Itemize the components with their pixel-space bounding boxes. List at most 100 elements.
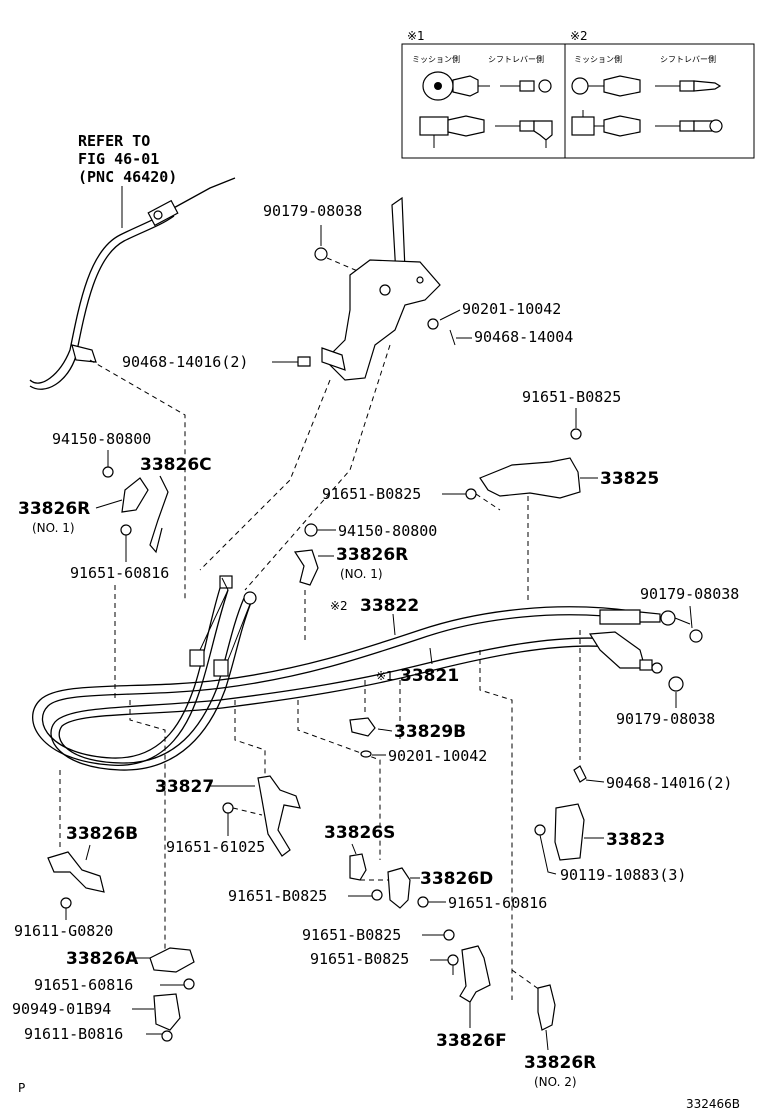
cable-33822 [32, 587, 641, 766]
bracket-33826f [459, 945, 491, 1003]
label-33829b: 33829B [394, 722, 466, 742]
bolt-icon [371, 889, 383, 901]
inset-header-2b: シフトレバー側 [660, 54, 716, 64]
bracket-33826b [47, 851, 105, 893]
clip-33829b [349, 717, 376, 737]
label-90119-10883: 90119-10883(3) [560, 866, 686, 884]
figure-id: 332466B [686, 1097, 740, 1111]
refer-line-1: REFER TO [78, 132, 150, 150]
corner-p: P [18, 1081, 25, 1095]
label-mark2: ※2 [330, 599, 348, 613]
bolt-icon [60, 897, 72, 909]
clip-icon [297, 356, 311, 367]
inset-header-1b: シフトレバー側 [488, 54, 544, 64]
cable-end-left-b [213, 591, 257, 677]
bracket-33826d [387, 867, 411, 909]
bracket-33826a [149, 947, 195, 973]
label-no2-low: (NO. 2) [534, 1075, 577, 1089]
label-33826c: 33826C [140, 455, 212, 475]
label-no1-mid: (NO. 1) [340, 567, 383, 581]
bracket-33826r-left [121, 477, 149, 513]
bolt-icon [465, 488, 477, 500]
label-33826b: 33826B [66, 824, 138, 844]
refer-line-2: FIG 46-01 [78, 150, 159, 168]
nut-icon [102, 466, 114, 478]
cable-end-33822-right [599, 609, 691, 626]
label-94150-80800-mid: 94150-80800 [338, 522, 437, 540]
bracket-33826c [149, 475, 169, 554]
label-91651-b0825-c: 91651-B0825 [228, 887, 327, 905]
pin-icon [449, 329, 456, 346]
label-33826s: 33826S [324, 823, 395, 843]
bolt-icon [222, 802, 234, 814]
label-33826r-low: 33826R [524, 1053, 596, 1073]
bolt-icon [534, 824, 546, 836]
label-91651-61025: 91651-61025 [166, 838, 265, 856]
label-33826r-mid: 33826R [336, 545, 408, 565]
bracket-33826s [349, 853, 367, 881]
label-33825: 33825 [600, 469, 659, 489]
label-90201-10042-top: 90201-10042 [462, 300, 561, 318]
bolt-icon [120, 524, 132, 536]
bolt-icon [161, 1030, 173, 1042]
cable-33821 [50, 597, 621, 771]
bolt-icon [417, 896, 429, 908]
nut-icon [304, 523, 318, 537]
bracket-33825 [479, 457, 581, 499]
shift-lever-bracket [321, 196, 441, 381]
inset-header-2a: ミッション側 [574, 54, 622, 64]
clip-icon [573, 765, 587, 783]
label-33826r-left: 33826R [18, 499, 90, 519]
inset-mark-2: ※2 [570, 29, 588, 43]
label-33826a: 33826A [66, 949, 139, 969]
inset-mark-1: ※1 [407, 29, 425, 43]
nut-icon [668, 676, 684, 692]
nut-icon [314, 247, 328, 261]
label-91651-b0825-a: 91651-B0825 [522, 388, 621, 406]
inset-box: ※1 ※2 ミッション側 シフトレバー側 ミッション側 シフトレバー側 [401, 29, 755, 159]
bracket-33827 [257, 775, 301, 857]
label-91651-60816-mid: 91651-60816 [448, 894, 547, 912]
label-90468-14004: 90468-14004 [474, 328, 573, 346]
label-90468-14016-right: 90468-14016(2) [606, 774, 732, 792]
bolt-icon [183, 978, 195, 990]
label-91611-g0820: 91611-G0820 [14, 922, 113, 940]
washer-icon [427, 318, 439, 330]
label-91651-60816-left: 91651-60816 [70, 564, 169, 582]
label-33826f: 33826F [436, 1031, 507, 1051]
label-90179-08038-r2: 90179-08038 [616, 710, 715, 728]
inset1-transmission-end-top [422, 71, 490, 101]
label-90201-10042-mid: 90201-10042 [388, 747, 487, 765]
inset2-lever-end-top [655, 80, 722, 92]
label-91611-b0816: 91611-B0816 [24, 1025, 123, 1043]
inset2-transmission-end-bottom [571, 110, 641, 137]
bracket-33826r-low [537, 984, 556, 1031]
label-33822: 33822 [360, 596, 419, 616]
label-33827: 33827 [155, 777, 214, 797]
label-90949-01b94: 90949-01B94 [12, 1000, 111, 1018]
reference-cable [29, 177, 236, 390]
inset-header-1a: ミッション側 [412, 54, 460, 64]
label-33821: 33821 [400, 666, 459, 686]
label-33826d: 33826D [420, 869, 493, 889]
label-90179-08038-top: 90179-08038 [263, 202, 362, 220]
bolt-icon [443, 929, 455, 941]
label-90468-14016-top: 90468-14016(2) [122, 353, 248, 371]
label-94150-80800-left: 94150-80800 [52, 430, 151, 448]
label-91651-60816-low: 91651-60816 [34, 976, 133, 994]
label-no1-left: (NO. 1) [32, 521, 75, 535]
bolt-icon [570, 428, 582, 440]
inset1-lever-end-bottom [495, 120, 553, 148]
washer-icon [360, 750, 372, 758]
cable-end-33821-right [588, 631, 663, 674]
bracket-33826r-mid [293, 549, 319, 586]
label-33823: 33823 [606, 830, 665, 850]
label-91651-b0825-b: 91651-B0825 [322, 485, 421, 503]
bracket-33823 [554, 803, 585, 861]
cable-end-left-a [189, 575, 233, 667]
refer-line-3: (PNC 46420) [78, 168, 177, 186]
label-90179-08038-r1: 90179-08038 [640, 585, 739, 603]
inset1-lever-end-top [500, 79, 552, 93]
inset2-lever-end-bottom [655, 119, 723, 133]
